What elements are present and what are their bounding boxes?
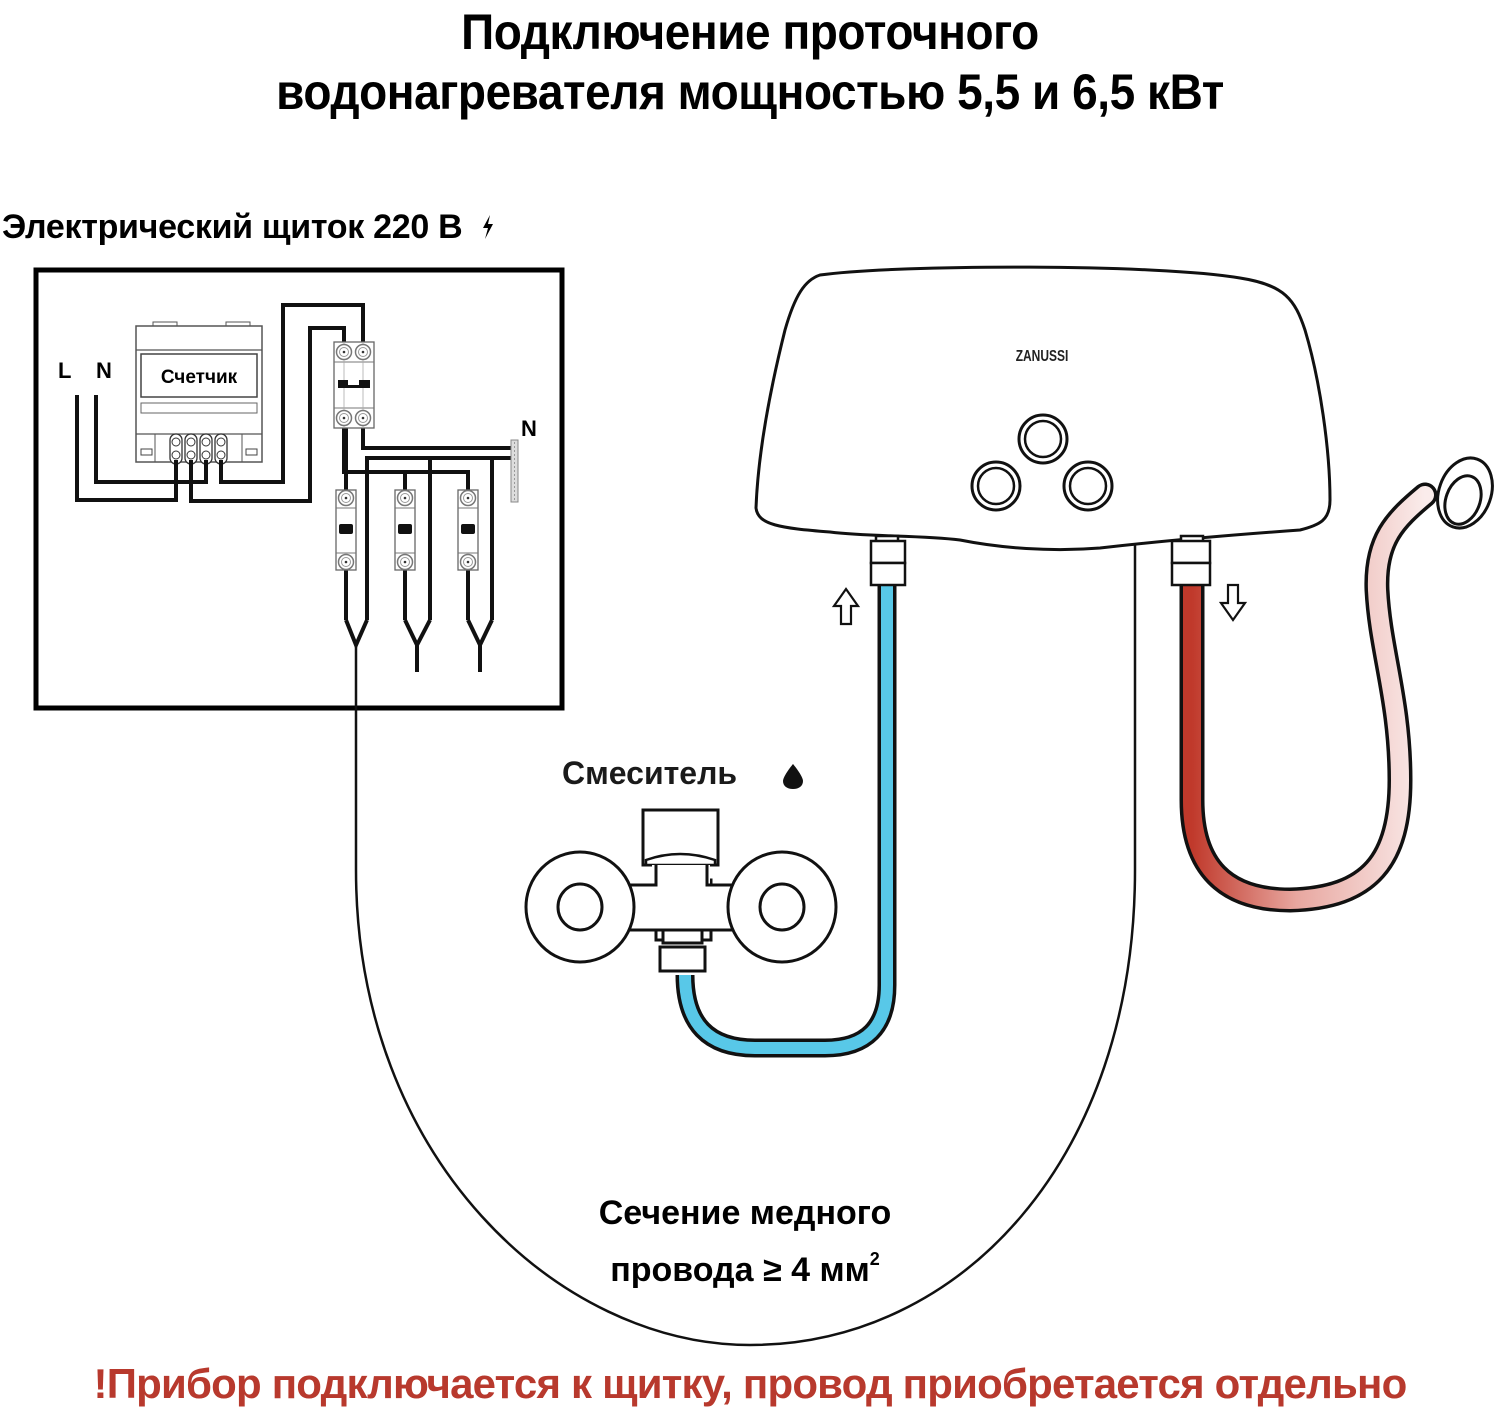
neutral-bus-bar	[510, 439, 519, 503]
wire-note-line-2: провода ≥ 4 мм2	[520, 1236, 970, 1293]
heater-brand-logo: ZANUSSI	[1016, 346, 1069, 364]
panel-wiring	[75, 303, 512, 672]
power-cable	[354, 545, 1137, 1347]
wire-cross-section-note: Сечение медного провода ≥ 4 мм2	[520, 1190, 970, 1293]
page-title: Подключение проточного водонагревателя м…	[60, 2, 1440, 122]
water-drop-icon	[783, 764, 803, 789]
mixer-label: Смеситель	[562, 755, 738, 791]
heater-button-left	[970, 460, 1022, 512]
terminal-N-label: N	[96, 358, 112, 383]
water-heater: ZANUSSI	[754, 265, 1332, 552]
heater-button-right	[1062, 460, 1114, 512]
wire-note-line-2-text: провода ≥ 4 мм	[610, 1251, 870, 1289]
circuit-breaker-1	[335, 489, 357, 571]
hot-water-fitting	[1170, 534, 1212, 587]
panel-label: Электрический щиток 220 В	[2, 208, 498, 247]
electrical-panel-box	[33, 267, 565, 711]
panel-label-text: Электрический щиток 220 В	[2, 208, 463, 246]
warning-note: !Прибор подключается к щитку, провод при…	[93, 1360, 1408, 1407]
wire-note-line-1: Сечение медного	[598, 1194, 892, 1232]
mixer-faucet	[524, 808, 838, 973]
rcd-breaker	[333, 341, 375, 429]
heater-control-buttons	[970, 413, 1114, 512]
circuit-breaker-2	[394, 489, 416, 571]
up-arrow-icon	[831, 587, 861, 626]
electricity-meter: Счетчик	[135, 321, 263, 465]
title-line-1: Подключение проточного	[461, 4, 1039, 60]
meter-label: Счетчик	[161, 367, 238, 388]
title-line-2: водонагревателя мощностью 5,5 и 6,5 кВт	[276, 64, 1224, 120]
neutral-bus-label: N	[521, 416, 537, 441]
down-arrow-icon	[1218, 583, 1248, 622]
cold-water-fitting	[869, 534, 907, 587]
lightning-bolt-icon	[482, 215, 493, 239]
shower-head	[1436, 456, 1494, 530]
wire-note-superscript: 2	[869, 1249, 880, 1269]
heater-button-top	[1017, 413, 1069, 465]
circuit-breaker-3	[457, 489, 479, 571]
terminal-L-label: L	[58, 358, 71, 383]
